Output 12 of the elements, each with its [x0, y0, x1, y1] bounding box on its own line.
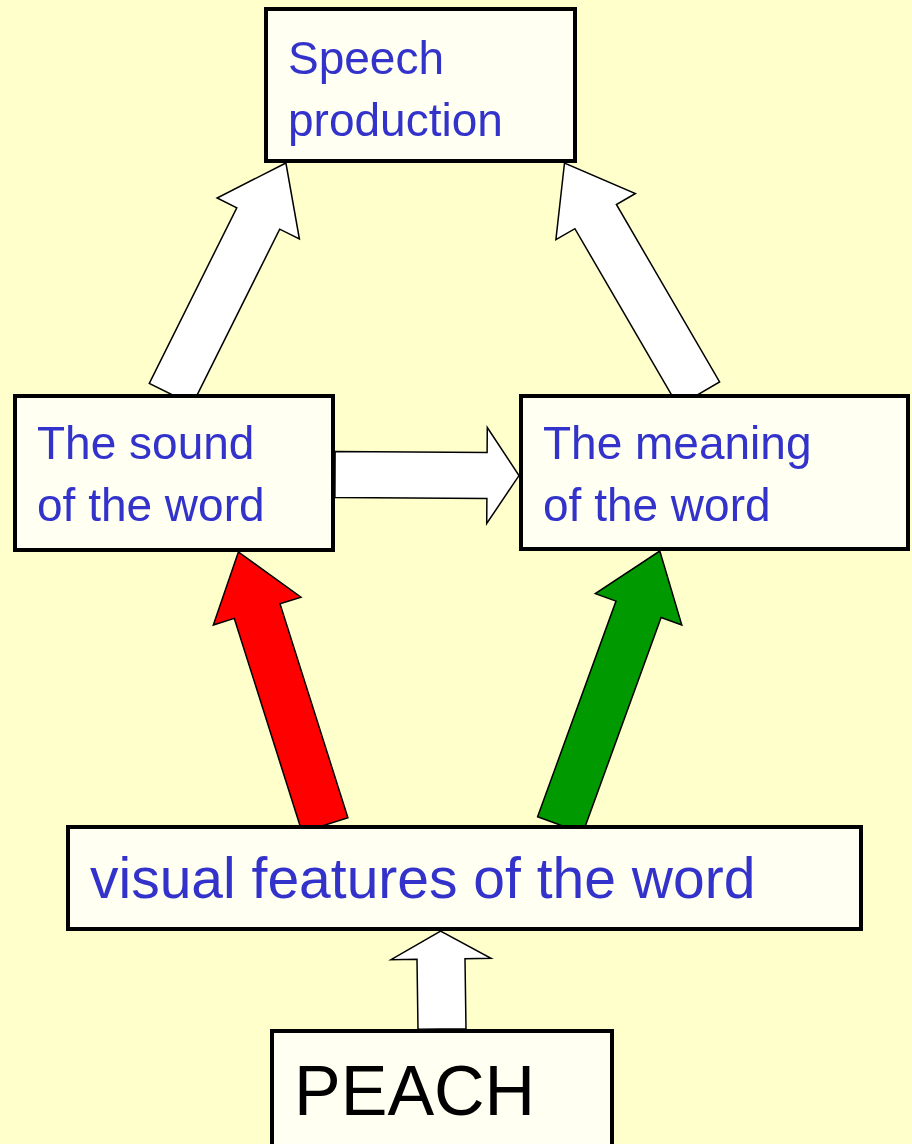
- process-box: [519, 394, 910, 551]
- node-label: Speech production: [288, 31, 504, 148]
- node-label: visual features of the word: [90, 845, 756, 911]
- node-label: PEACH: [294, 1051, 536, 1132]
- process-box: [264, 7, 577, 163]
- process-box: [66, 825, 863, 931]
- node-label: The meaning of the word: [543, 416, 813, 533]
- process-box: [270, 1029, 614, 1144]
- process-box: [13, 394, 335, 552]
- node-label: The sound of the word: [37, 416, 266, 533]
- block-arrow: [388, 930, 494, 1031]
- block-arrow: [334, 425, 520, 526]
